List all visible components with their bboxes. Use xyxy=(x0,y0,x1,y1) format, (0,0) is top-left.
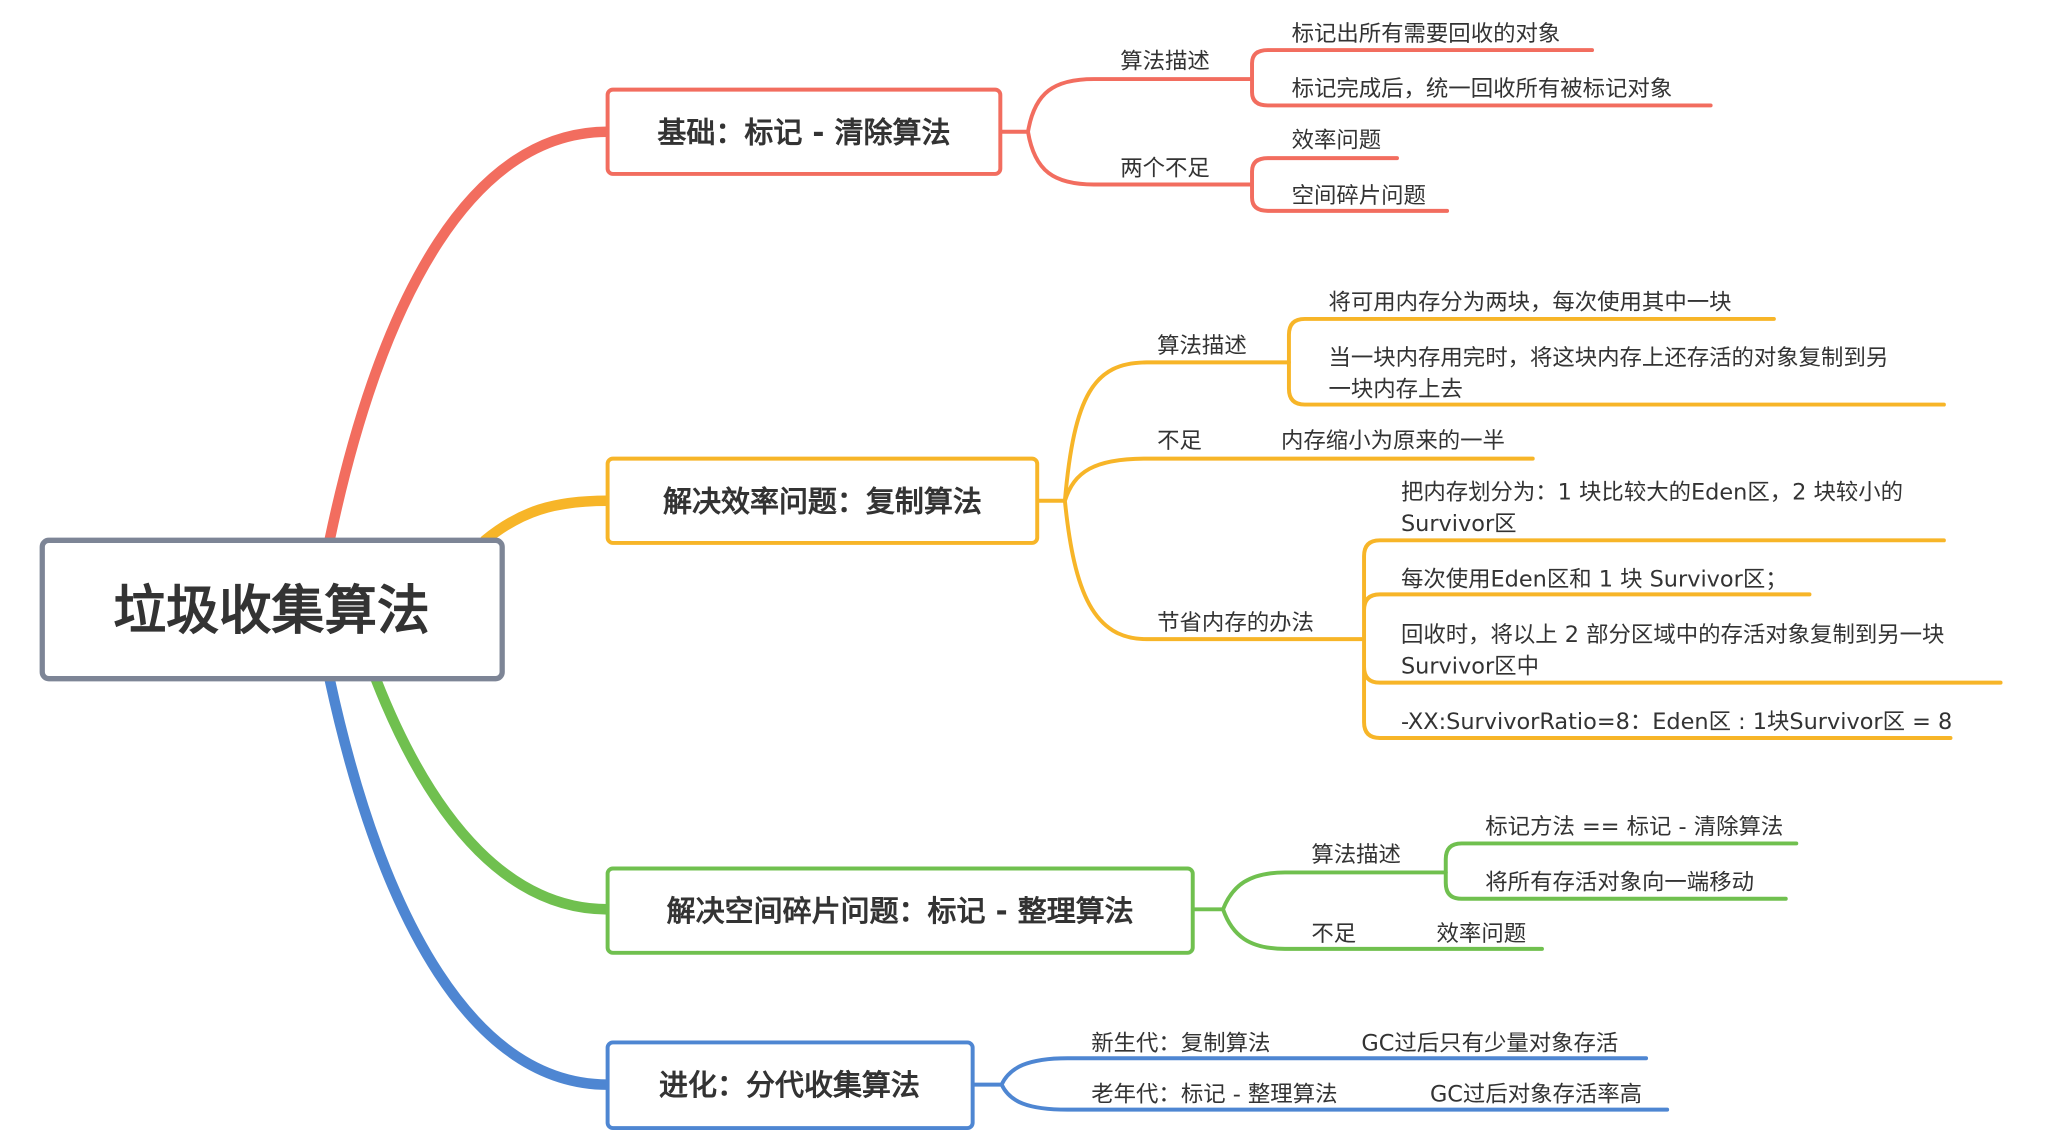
topic-leaf[interactable]: 每次使用Eden区和 1 块 Survivor区； xyxy=(1401,566,1788,592)
node-generational[interactable]: 进化：分代收集算法 xyxy=(605,1040,975,1131)
connector-root-to-mark-sweep xyxy=(324,126,613,546)
node-copying[interactable]: 解决效率问题：复制算法 xyxy=(605,456,1040,545)
topic-save-memory[interactable]: 节省内存的办法 xyxy=(1157,610,1314,636)
topic-leaf[interactable]: 将所有存活对象向一端移动 xyxy=(1485,870,1754,896)
node-mark-compact[interactable]: 解决空间碎片问题：标记 - 整理算法 xyxy=(605,866,1195,955)
connector-root-to-mark-compact xyxy=(370,673,613,915)
topic-algorithm-desc[interactable]: 算法描述 xyxy=(1120,49,1210,75)
root-node[interactable]: 垃圾收集算法 xyxy=(39,537,505,682)
topic-shortcoming[interactable]: 不足 xyxy=(1311,921,1356,947)
topic-leaf[interactable]: GC过后只有少量对象存活 xyxy=(1361,1030,1618,1056)
topic-leaf-line2: 一块内存上去 xyxy=(1328,377,1462,403)
topic-leaf[interactable]: 空间碎片问题 xyxy=(1292,183,1426,209)
topic-leaf[interactable]: 回收时，将以上 2 部分区域中的存活对象复制到另一块 xyxy=(1401,622,1944,648)
branch-generational: 进化：分代收集算法 新生代：复制算法 GC过后只有少量对象存活 老年代：标记 -… xyxy=(605,1030,1670,1131)
topic-leaf[interactable]: 效率问题 xyxy=(1437,921,1527,947)
root-label: 垃圾收集算法 xyxy=(113,581,429,642)
branch-mark-compact: 解决空间碎片问题：标记 - 整理算法 算法描述 不足 效率问题 标记方法 == … xyxy=(605,814,1799,955)
topic-leaf[interactable]: 标记出所有需要回收的对象 xyxy=(1292,21,1561,47)
topic-leaf-line2: Survivor区 xyxy=(1401,511,1517,537)
node-label: 进化：分代收集算法 xyxy=(659,1068,920,1102)
node-label: 基础：标记 - 清除算法 xyxy=(657,115,950,149)
topic-old-gen[interactable]: 老年代：标记 - 整理算法 xyxy=(1091,1082,1337,1108)
topic-leaf-line2: Survivor区中 xyxy=(1401,653,1539,679)
topic-leaf[interactable]: 把内存划分为：1 块比较大的Eden区，2 块较小的 xyxy=(1401,479,1903,505)
topic-algorithm-desc[interactable]: 算法描述 xyxy=(1311,842,1401,868)
topic-leaf[interactable]: 当一块内存用完时，将这块内存上还存活的对象复制到另 xyxy=(1328,345,1888,371)
connector-root-to-generational xyxy=(324,673,613,1090)
topic-leaf[interactable]: 标记完成后，统一回收所有被标记对象 xyxy=(1292,76,1673,102)
topic-algorithm-desc[interactable]: 算法描述 xyxy=(1157,333,1247,359)
node-label: 解决空间碎片问题：标记 - 整理算法 xyxy=(667,894,1134,928)
node-mark-sweep[interactable]: 基础：标记 - 清除算法 xyxy=(605,87,1003,176)
branch-mark-sweep: 基础：标记 - 清除算法 算法描述 两个不足 标记出所有需要回收的对象 标记完成… xyxy=(605,21,1713,213)
connector-root-to-copying xyxy=(479,495,613,546)
topic-leaf[interactable]: GC过后对象存活率高 xyxy=(1430,1082,1642,1108)
node-label: 解决效率问题：复制算法 xyxy=(663,484,982,518)
topic-young-gen[interactable]: 新生代：复制算法 xyxy=(1091,1030,1270,1056)
branch-copying: 解决效率问题：复制算法 算法描述 不足 内存缩小为原来的一半 节省内存的办法 将… xyxy=(605,290,2003,740)
topic-leaf[interactable]: -XX:SurvivorRatio=8：Eden区 : 1块Survivor区 … xyxy=(1401,709,1952,735)
topic-shortcoming[interactable]: 不足 xyxy=(1157,428,1202,454)
topic-leaf[interactable]: 内存缩小为原来的一半 xyxy=(1281,428,1505,454)
topic-leaf[interactable]: 将可用内存分为两块，每次使用其中一块 xyxy=(1328,290,1731,316)
topic-shortcomings[interactable]: 两个不足 xyxy=(1120,155,1210,181)
topic-leaf[interactable]: 效率问题 xyxy=(1292,128,1382,154)
topic-leaf[interactable]: 标记方法 == 标记 - 清除算法 xyxy=(1485,814,1783,840)
